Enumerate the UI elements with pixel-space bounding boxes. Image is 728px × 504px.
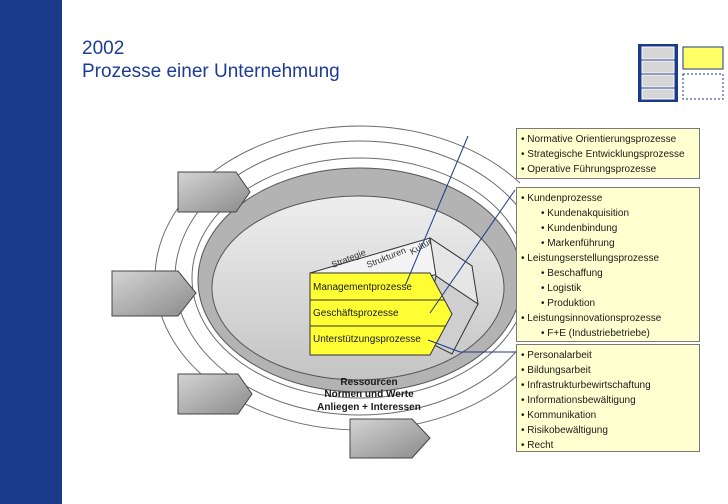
label-managementprozesse: Managementprozesse [313, 282, 412, 293]
list-subitem: • Produktion [541, 298, 596, 309]
list-item: • Informationsbewältigung [521, 395, 636, 406]
list-item: • Recht [521, 440, 554, 451]
page-title: Prozesse einer Unternehmung [82, 61, 340, 82]
list-item: • Kommunikation [521, 410, 597, 421]
connector-lines [404, 135, 518, 353]
slide-thumbnail-icon [638, 44, 724, 102]
label-geschaeftsprozesse: Geschäftsprozesse [313, 308, 399, 319]
list-item: • Personalarbeit [521, 350, 592, 361]
list-item: • Normative Orientierungsprozesse [521, 134, 677, 145]
business-processes-box: • Kundenprozesse • Kundenakquisition • K… [516, 187, 700, 342]
list-item: • Leistungserstellungsprozesse [521, 253, 660, 264]
support-processes-box: • Personalarbeit • Bildungsarbeit • Infr… [516, 344, 700, 452]
arrow-left [111, 270, 197, 317]
arrow-bottom [349, 418, 431, 459]
list-subitem: • Logistik [541, 283, 582, 294]
list-item: • Strategische Entwicklungsprozesse [521, 149, 685, 160]
label-ressourcen: Ressourcen [340, 377, 397, 388]
arrow-bottom-left [177, 373, 253, 415]
list-subitem: • Kundenbindung [541, 223, 618, 234]
list-subitem: • F+E (Industriebetriebe) [541, 328, 650, 339]
list-item: • Risikobewältigung [521, 425, 608, 436]
year-heading: 2002 [82, 38, 125, 59]
list-item: • Leistungsinnovationsprozesse [521, 313, 662, 324]
label-unterstuetzungsprozesse: Unterstützungsprozesse [313, 334, 421, 345]
list-subitem: • Markenführung [541, 238, 615, 249]
list-item: • Bildungsarbeit [521, 365, 591, 376]
list-item: • Kundenprozesse [521, 193, 603, 204]
list-subitem: • Beschaffung [541, 268, 603, 279]
process-diagram: Strategie Strukturen Kultur Managementpr… [111, 125, 520, 459]
list-subitem: • Kundenakquisition [541, 208, 630, 219]
left-sidebar-band [0, 0, 62, 504]
list-item: • Operative Führungsprozesse [521, 164, 657, 175]
label-normen-und-werte: Normen und Werte [324, 389, 414, 400]
arrow-top-left [177, 171, 251, 213]
list-item: • Infrastrukturbewirtschaftung [521, 380, 651, 391]
management-processes-box: • Normative Orientierungsprozesse • Stra… [516, 128, 700, 179]
label-anliegen-interessen: Anliegen + Interessen [317, 402, 421, 413]
